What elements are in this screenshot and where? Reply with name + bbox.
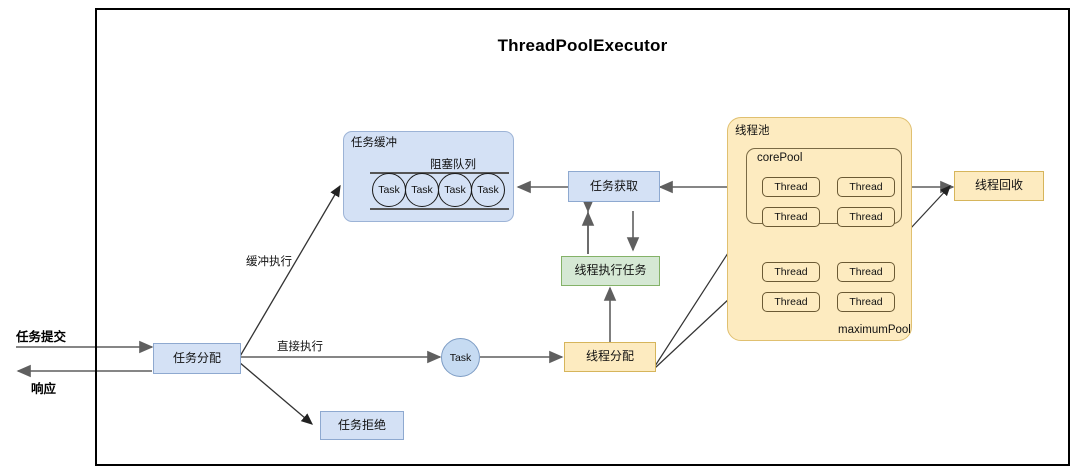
- label-response: 响应: [31, 382, 57, 396]
- max-thread-chip[interactable]: Thread: [762, 292, 820, 312]
- queue-task-chip[interactable]: Task: [372, 173, 406, 207]
- outer-frame: [95, 8, 1070, 466]
- label-maximum-pool: maximumPool: [838, 324, 911, 336]
- max-thread-chip[interactable]: Thread: [837, 262, 895, 282]
- node-task-dispatch[interactable]: 任务分配: [153, 343, 241, 374]
- node-task-reject[interactable]: 任务拒绝: [320, 411, 404, 440]
- label-thread-pool: 线程池: [735, 125, 770, 137]
- queue-task-chip[interactable]: Task: [471, 173, 505, 207]
- core-thread-chip[interactable]: Thread: [837, 207, 895, 227]
- node-thread-dispatch[interactable]: 线程分配: [564, 342, 656, 372]
- queue-rail-bottom: [370, 208, 509, 210]
- label-direct-exec: 直接执行: [277, 341, 323, 353]
- node-execute-task[interactable]: 线程执行任务: [561, 256, 660, 286]
- queue-rail-top: [370, 172, 509, 174]
- label-task-buffer: 任务缓冲: [351, 137, 397, 149]
- queue-task-chip[interactable]: Task: [438, 173, 472, 207]
- max-thread-chip[interactable]: Thread: [762, 262, 820, 282]
- label-core-pool: corePool: [757, 152, 803, 164]
- node-thread-recycle[interactable]: 线程回收: [954, 171, 1044, 201]
- node-fetch-task[interactable]: 任务获取: [568, 171, 660, 202]
- label-task-submit: 任务提交: [16, 330, 67, 344]
- core-thread-chip[interactable]: Thread: [762, 207, 820, 227]
- core-thread-chip[interactable]: Thread: [837, 177, 895, 197]
- core-thread-chip[interactable]: Thread: [762, 177, 820, 197]
- label-blocking-queue: 阻塞队列: [430, 159, 476, 171]
- label-buffered-exec: 缓冲执行: [246, 256, 292, 268]
- group-core-pool: [746, 148, 902, 224]
- queue-task-chip[interactable]: Task: [405, 173, 439, 207]
- page-title: ThreadPoolExecutor: [497, 36, 668, 55]
- max-thread-chip[interactable]: Thread: [837, 292, 895, 312]
- node-task-circle[interactable]: Task: [441, 338, 480, 377]
